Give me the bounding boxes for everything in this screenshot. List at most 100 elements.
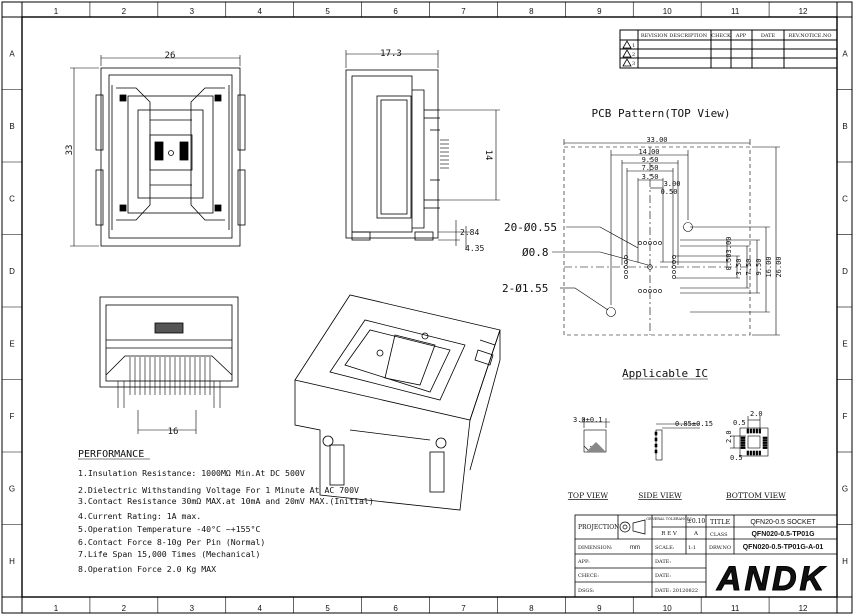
dim-side-b: 4.35 bbox=[465, 244, 484, 253]
pcb-dimension-labels: 33.00 14.00 9.50 7.50 3.50 3.00 0.50 3.0… bbox=[502, 136, 783, 295]
pcb-dim-h-3: 3.00 bbox=[664, 180, 681, 188]
border-column-label: 7 bbox=[461, 604, 466, 613]
rev-header-app: APP bbox=[735, 33, 747, 39]
pcb-pad bbox=[672, 255, 676, 259]
performance-item: 5.Operation Temperature -40°C ~+155°C bbox=[78, 524, 260, 534]
ic-pad bbox=[740, 439, 746, 442]
pcb-dim-v-26: 26.00 bbox=[775, 256, 783, 277]
performance-item: 8.Operation Force 2.0 Kg MAX bbox=[78, 564, 216, 574]
border-column-label: 9 bbox=[597, 7, 602, 16]
pcb-dim-h-9.5: 9.50 bbox=[642, 156, 659, 164]
pcb-pattern bbox=[552, 139, 780, 336]
border-column-label: 4 bbox=[257, 7, 262, 16]
border-column-label: 10 bbox=[663, 7, 672, 16]
ic-pad bbox=[762, 436, 768, 439]
pcb-pad bbox=[624, 260, 628, 264]
pcb-title: PCB Pattern(TOP View) bbox=[591, 107, 730, 120]
tb-dimension-label: DIMENSION: bbox=[578, 545, 613, 551]
pcb-pad bbox=[624, 265, 628, 269]
ic-top-view-label: TOP VIEW bbox=[568, 491, 608, 500]
pcb-dim-h-3.5: 3.50 bbox=[642, 173, 659, 181]
ic-top-dim: 3.0±0.1 bbox=[573, 416, 603, 424]
dim-side-a: 2.84 bbox=[460, 228, 479, 237]
border-column-label: 7 bbox=[461, 7, 466, 16]
border-row-label: A bbox=[842, 49, 848, 58]
pcb-pad bbox=[624, 275, 628, 279]
ic-bottom-dim-left: 2.0 bbox=[725, 430, 733, 443]
ic-side-view-label: SIDE VIEW bbox=[638, 491, 682, 500]
ic-pad bbox=[755, 450, 758, 456]
ic-pad bbox=[755, 428, 758, 434]
pcb-pad bbox=[624, 270, 628, 274]
ic-pad bbox=[762, 439, 768, 442]
ic-top-view bbox=[580, 418, 610, 453]
border-column-label: 12 bbox=[799, 604, 808, 613]
rev-header-notice: REV.NOTICE.NO bbox=[788, 33, 831, 39]
socket-front-view bbox=[99, 296, 239, 408]
ic-pad bbox=[762, 441, 768, 444]
pcb-pad bbox=[653, 289, 657, 293]
border-column-label: 1 bbox=[54, 7, 59, 16]
ic-pad bbox=[740, 436, 746, 439]
ic-pad bbox=[762, 444, 768, 447]
border-column-label: 1 bbox=[54, 604, 59, 613]
socket-side-view bbox=[345, 69, 449, 241]
tb-general-tol: GENERAL TOLERANCES bbox=[646, 517, 692, 521]
border-column-label: 9 bbox=[597, 604, 602, 613]
border-row-label: B bbox=[842, 122, 847, 131]
border-row-label: F bbox=[843, 412, 848, 421]
border-column-label: 10 bbox=[663, 604, 672, 613]
rev-header-description: REVISION DESCRIPTION bbox=[641, 33, 708, 39]
ic-pad bbox=[740, 444, 746, 447]
pcb-callout-center: Ø0.8 bbox=[522, 246, 549, 259]
border-row-label: D bbox=[9, 267, 15, 276]
pcb-dim-v-7.5: 7.50 bbox=[745, 259, 753, 276]
ic-pad bbox=[758, 450, 761, 456]
ic-pad bbox=[762, 446, 768, 449]
pcb-dim-h-0.5: 0.50 bbox=[661, 188, 678, 196]
tb-tol-value: ±0.10 bbox=[687, 518, 706, 525]
andk-logo-text: ANDK bbox=[716, 560, 827, 598]
pcb-dim-v-3.5: 3.50 bbox=[735, 259, 743, 276]
rev-header-date: DATE bbox=[761, 33, 776, 39]
dim-top-height: 33 bbox=[65, 145, 75, 156]
border-row-label: G bbox=[842, 484, 848, 493]
tb-dwg-label: DRW.NO bbox=[709, 545, 731, 551]
rev-triangle-icon bbox=[622, 40, 632, 49]
socket-top-view bbox=[95, 67, 246, 247]
border-row-label: F bbox=[10, 412, 15, 421]
pcb-callout-holes: 2-Ø1.55 bbox=[502, 282, 548, 295]
pcb-dim-v-3: 3.00 bbox=[725, 237, 733, 254]
border-column-label: 3 bbox=[190, 604, 195, 613]
ic-bottom-dim-pad: 0.5 bbox=[730, 454, 743, 462]
border-column-label: 2 bbox=[122, 604, 127, 613]
performance-item: 1.Insulation Resistance: 1000MΩ Min.At D… bbox=[78, 468, 305, 478]
border-row-label: E bbox=[9, 339, 14, 348]
front-view-dimensions bbox=[137, 410, 197, 434]
pcb-pad bbox=[638, 241, 642, 245]
tb-scale-label: SCALE: bbox=[655, 545, 675, 551]
rev-row-3: 3 bbox=[632, 61, 635, 67]
side-view-dimensions bbox=[345, 50, 500, 250]
applicable-ic-title: Applicable IC bbox=[622, 367, 708, 380]
performance-list: 1.Insulation Resistance: 1000MΩ Min.At D… bbox=[78, 468, 374, 574]
border-row-label: G bbox=[9, 484, 15, 493]
ic-pad bbox=[746, 450, 749, 456]
border-column-label: 4 bbox=[257, 604, 262, 613]
tb-date1: DATE: bbox=[655, 559, 671, 565]
rev-row-1: 1 bbox=[632, 43, 635, 49]
pcb-pad bbox=[653, 241, 657, 245]
ic-bottom-dim-pitch: 0.5 bbox=[733, 419, 746, 427]
border-column-label: 5 bbox=[325, 604, 330, 613]
border-column-label: 3 bbox=[190, 7, 195, 16]
dim-side-height: 14 bbox=[483, 150, 493, 161]
top-view-dimensions bbox=[70, 55, 241, 247]
pcb-pad bbox=[624, 255, 628, 259]
performance-item: 4.Current Rating: 1A max. bbox=[78, 511, 201, 521]
ic-pad bbox=[740, 441, 746, 444]
performance-item: 7.Life Span 15,000 Times (Mechanical) bbox=[78, 549, 260, 559]
border-column-label: 12 bbox=[799, 7, 808, 16]
tb-title-label: TITLE bbox=[710, 518, 731, 526]
pcb-pad bbox=[648, 241, 652, 245]
pcb-pad bbox=[672, 265, 676, 269]
